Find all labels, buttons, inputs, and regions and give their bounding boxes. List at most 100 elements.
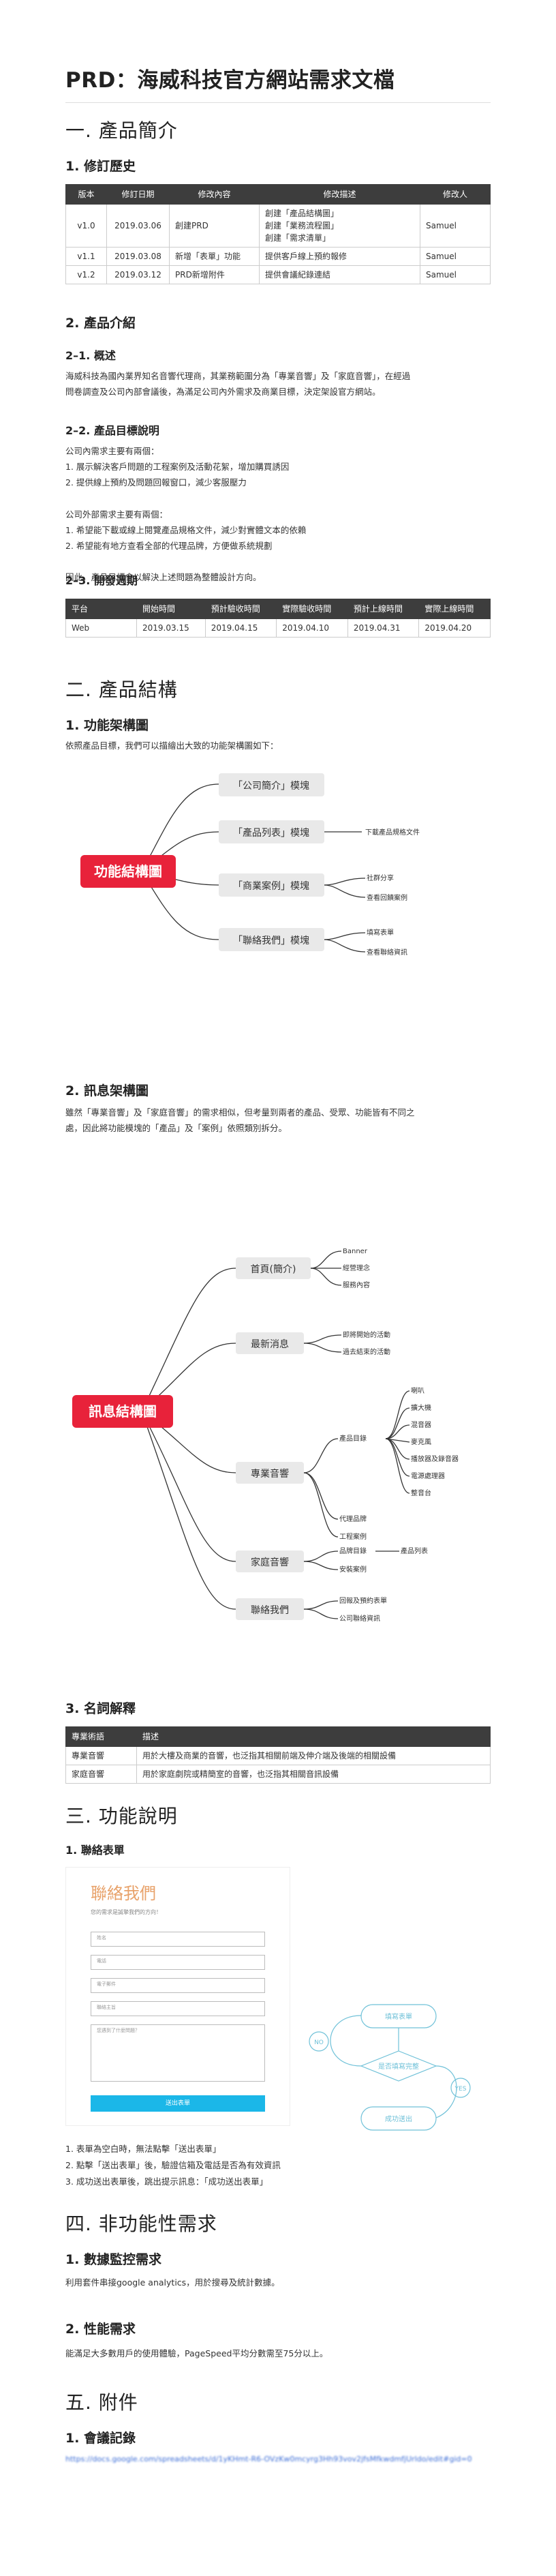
func-text: 依照產品目標，我們可以描繪出大致的功能架構圖如下： — [65, 740, 279, 751]
overview-text: 海威科技為國內業界知名音響代理商，其業務範圍分為「專業音響」及「家庭音響」，在經… — [65, 371, 411, 398]
cell: 家庭音響 — [65, 1765, 137, 1784]
mindmap-node-label: 「公司簡介」模塊 — [233, 781, 309, 792]
cell: 2019.04.10 — [276, 618, 348, 638]
col-header: 開始時間 — [136, 598, 206, 620]
mindmap-leaf: 混音器 — [411, 1420, 431, 1429]
mindmap-root-label: 訊息結構圖 — [89, 1403, 157, 1420]
mindmap-leaf: 公司聯絡資訊 — [339, 1614, 380, 1623]
col-header: 實際上線時間 — [418, 598, 491, 620]
mindmap-leaf: 產品目錄 — [339, 1434, 367, 1443]
cell: 用於大樓及商業的音響，也泛指其相關前端及伸介端及後端的相關設備 — [136, 1746, 491, 1766]
mindmap-leaf: 麥克風 — [411, 1437, 431, 1446]
function-mindmap: 功能結構圖 「公司簡介」模塊 「產品列表」模塊 「商業案例」模塊 「聯絡我們」模… — [80, 773, 420, 957]
list-item: 點擊「送出表單」後，驗證信箱及電話是否為有效資訊 — [76, 2159, 281, 2170]
mindmap-leaf: 代理品牌 — [339, 1514, 367, 1523]
cell: Web — [65, 618, 137, 638]
terms-heading: 3. 名詞解釋 — [65, 1701, 136, 1716]
phone-field[interactable]: 電話 — [91, 1955, 265, 1971]
perf-text: 能滿足大多數用戶的使用體驗，PageSpeed平均分數需至75分以上。 — [65, 2348, 328, 2358]
mindmap-node-label: 首頁(簡介) — [251, 1264, 296, 1275]
mindmap-leaf: 下載產品規格文件 — [365, 828, 420, 837]
mindmap-leaf: 電源處理器 — [411, 1471, 445, 1480]
flow-check: 是否填寫完整 — [378, 2062, 419, 2071]
section-2-heading: 二. 產品結構 — [65, 678, 178, 701]
cell: Samuel — [420, 247, 491, 267]
flow-yes: YES — [454, 2086, 467, 2093]
section-1-heading: 一. 產品簡介 — [65, 119, 178, 142]
form-flowchart: 填寫表單 是否填寫完整 成功送出 NO YES — [309, 2004, 471, 2131]
cell: 提供會議紀錄連結 — [259, 265, 420, 285]
col-header: 平台 — [65, 598, 137, 620]
mindmap-leaf: 社群分享 — [367, 873, 394, 882]
mindmap-root — [80, 855, 176, 888]
mindmap-node-label: 「商業案例」模塊 — [233, 880, 309, 892]
mindmap-leaf: 服務內容 — [343, 1280, 370, 1289]
monitor-heading: 1. 數據監控需求 — [65, 2252, 162, 2267]
cell: 2019.04.31 — [347, 618, 420, 638]
mindmap-node — [236, 1598, 304, 1620]
mindmap-leaf: 擴大機 — [411, 1403, 431, 1412]
mindmap-node — [236, 1257, 311, 1279]
col-header: 修改內容 — [169, 183, 260, 205]
mindmap-node-label: 「產品列表」模塊 — [233, 827, 309, 839]
revision-heading: 1. 修訂歷史 — [65, 159, 136, 174]
cycle-heading: 2–3. 開發週期 — [65, 574, 138, 587]
form-steps: 表單為空白時，無法點擊「送出表單」 點擊「送出表單」後，驗證信箱及電話是否為有效… — [65, 2141, 281, 2189]
table-row: Web 2019.03.15 2019.04.15 2019.04.10 201… — [65, 618, 491, 638]
cell: v1.2 — [65, 265, 107, 285]
mindmap-node — [236, 1462, 304, 1484]
mindmap-leaf: 喇叭 — [411, 1387, 424, 1395]
email-field[interactable]: 電子郵件 — [91, 1978, 265, 1994]
mindmap-node-label: 專業音響 — [251, 1468, 289, 1480]
mindmap-leaf: 過去結束的活動 — [343, 1347, 390, 1356]
mindmap-node-label: 聯絡我們 — [251, 1605, 289, 1616]
col-header: 版本 — [65, 183, 107, 205]
meeting-link[interactable]: https://docs.google.com/spreadsheets/d/1… — [65, 2455, 472, 2463]
col-header: 專業術語 — [65, 1726, 137, 1748]
info-text: 雖然「專業音響」及「家庭音響」的需求相似，但考量到兩者的產品、受眾、功能皆有不同… — [65, 1107, 415, 1134]
section-5-heading: 五. 附件 — [65, 2391, 138, 2414]
cell: 創建「產品結構圖」創建「業務流程圖」創建「需求清單」 — [259, 204, 420, 248]
table-row: 專業音響用於大樓及商業的音響，也泛指其相關前端及伸介端及後端的相關設備 — [65, 1746, 491, 1766]
subject-field[interactable]: 聯絡主旨 — [91, 2001, 265, 2017]
cell: 2019.04.15 — [204, 618, 277, 638]
func-heading: 1. 功能架構圖 — [65, 718, 149, 733]
mindmap-node — [219, 928, 324, 951]
section-3-heading: 三. 功能說明 — [65, 1805, 178, 1827]
mindmap-node — [236, 1551, 304, 1572]
mindmap-leaf: 產品列表 — [401, 1546, 428, 1555]
mindmap-node — [219, 820, 324, 843]
mindmap-node-label: 家庭音響 — [251, 1557, 289, 1568]
cell: PRD新增附件 — [169, 265, 260, 285]
col-header: 預計驗收時間 — [204, 598, 277, 620]
revision-table: 版本 修訂日期 修改內容 修改描述 修改人 v1.0 2019.03.06 創建… — [65, 183, 491, 285]
page-title: PRD：海威科技官方網站需求文檔 — [65, 68, 395, 93]
cell: v1.1 — [65, 247, 107, 267]
mindmap-leaf: 回報及預約表單 — [339, 1596, 387, 1605]
message-field[interactable]: 您遇到了什麼問題？ — [91, 2024, 265, 2082]
mindmap-node — [236, 1332, 304, 1354]
name-field[interactable]: 姓名 — [91, 1932, 265, 1947]
cell: 新增「表單」功能 — [169, 247, 260, 267]
submit-button[interactable]: 送出表單 — [91, 2095, 265, 2112]
info-heading: 2. 訊息架構圖 — [65, 1083, 149, 1098]
contact-form-mockup: 聯絡我們 您的需求是誠摯我們的方向！ 姓名 電話 電子郵件 聯絡主旨 您遇到了什… — [65, 1867, 290, 2126]
cell: 提供客戶線上預約報修 — [259, 247, 420, 267]
meeting-heading: 1. 會議記錄 — [65, 2431, 136, 2446]
cell: 2019.03.12 — [106, 265, 170, 285]
mindmap-leaf: 播放器及錄音器 — [411, 1454, 459, 1463]
form-subtitle: 您的需求是誠摯我們的方向！ — [91, 1908, 161, 1915]
info-mindmap: 訊息結構圖 首頁(簡介) 最新消息 專業音響 家庭音響 聯絡我們 Banner … — [72, 1248, 459, 1623]
col-header: 預計上線時間 — [347, 598, 420, 620]
title-divider — [65, 102, 491, 103]
form-title: 聯絡我們 — [91, 1884, 156, 1903]
section-4-heading: 四. 非功能性需求 — [65, 2213, 217, 2235]
col-header: 修改描述 — [259, 183, 420, 205]
cell: Samuel — [420, 265, 491, 285]
list-item: 表單為空白時，無法點擊「送出表單」 — [76, 2144, 221, 2154]
mindmap-node-label: 最新消息 — [251, 1338, 289, 1350]
cell: 2019.03.15 — [136, 618, 206, 638]
cycle-table: 平台 開始時間 預計驗收時間 實際驗收時間 預計上線時間 實際上線時間 Web … — [65, 598, 491, 638]
